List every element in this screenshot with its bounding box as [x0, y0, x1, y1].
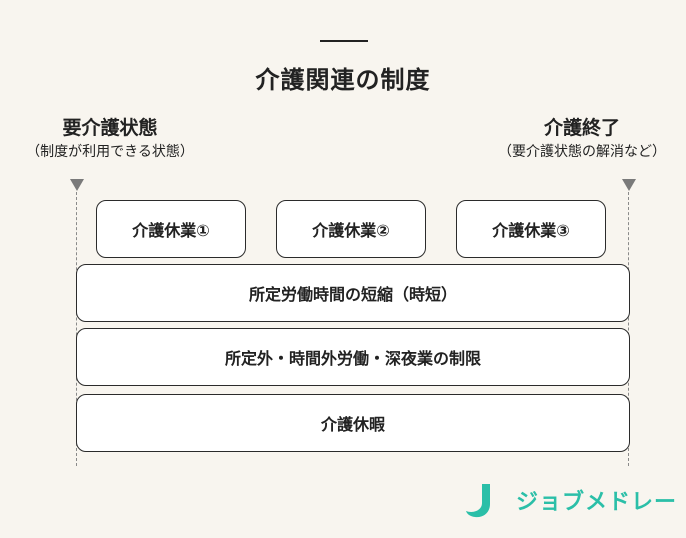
start-label: 要介護状態 （制度が利用できる状態）	[10, 116, 210, 162]
end-marker-icon	[622, 179, 636, 191]
end-label-main: 介護終了	[543, 117, 620, 139]
start-marker-icon	[70, 179, 84, 191]
leave-box-3: 介護休業③	[456, 200, 606, 258]
job-medley-logo-icon	[464, 480, 504, 520]
program-box-care-leave-days: 介護休暇	[76, 394, 630, 452]
program-box-shortened-hours: 所定労働時間の短縮（時短）	[76, 264, 630, 322]
program-box-overtime-limit: 所定外・時間外労働・深夜業の制限	[76, 328, 630, 386]
end-label-sub: （要介護状態の解消など）	[498, 144, 666, 160]
start-label-sub: （制度が利用できる状態）	[26, 144, 194, 160]
title-rule	[320, 40, 368, 42]
start-label-main: 要介護状態	[62, 117, 158, 139]
brand-logo: ジョブメドレー	[464, 480, 677, 520]
end-label: 介護終了 （要介護状態の解消など）	[482, 116, 682, 162]
page-title: 介護関連の制度	[255, 66, 431, 94]
end-dashed-line	[628, 192, 629, 466]
leave-box-1: 介護休業①	[96, 200, 246, 258]
leave-box-2: 介護休業②	[276, 200, 426, 258]
brand-logo-text: ジョブメドレー	[516, 490, 678, 515]
start-dashed-line	[76, 192, 77, 466]
